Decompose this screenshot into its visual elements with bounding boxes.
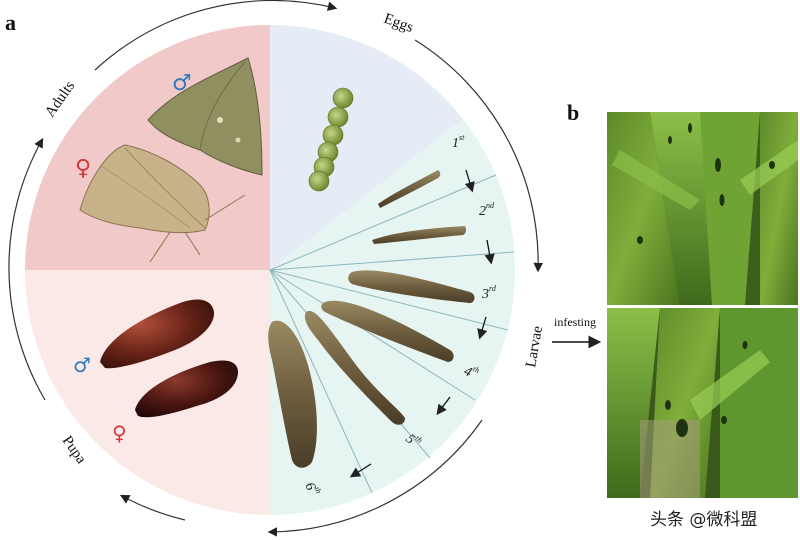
adult-moth-male [147, 57, 263, 176]
egg-chain [308, 87, 354, 192]
larva-5th [304, 310, 405, 425]
larva-4th [321, 300, 454, 362]
panel-label-b: b [567, 100, 579, 125]
down-arrow-icon [484, 239, 495, 265]
adult-moth-female [79, 144, 246, 263]
cycle-arrows [8, 0, 544, 537]
pupa-female [135, 360, 238, 418]
instar-label-2: 2nd [479, 201, 495, 219]
infesting-label: infesting [554, 315, 596, 329]
larva-6th [268, 320, 317, 468]
male-symbol-adult: ♂ [172, 71, 192, 96]
down-arrow-icon [464, 169, 475, 193]
stage-label-pupa: Pupa [59, 433, 90, 467]
cycle-arrow-icon [267, 419, 483, 537]
female-symbol-adult: ♀ [75, 156, 91, 181]
panel-label-a: a [5, 10, 16, 35]
down-arrow-icon [436, 396, 451, 416]
cycle-arrow-icon [119, 494, 186, 521]
eggs-sector [270, 24, 463, 270]
watermark: 头条 @微科盟 [650, 510, 757, 530]
maize-photo-top [607, 112, 798, 305]
cycle-arrow-icon [94, 0, 338, 71]
larvae-sector [270, 119, 516, 515]
larvae-images [268, 170, 475, 468]
larva-1st [378, 170, 441, 208]
down-arrow-icon [477, 316, 488, 340]
stage-label-adults: Adults [42, 78, 78, 120]
female-symbol-pupa: ♀ [112, 421, 127, 445]
maize-photo-bottom [607, 308, 798, 498]
instar-label-3: 3rd [481, 284, 497, 302]
male-symbol-pupa: ♂ [73, 353, 91, 377]
down-arrow-icon [349, 463, 372, 478]
instar-label-1: 1st [452, 133, 465, 151]
cycle-arrow-icon [8, 137, 46, 401]
stage-label-eggs: Eggs [382, 11, 416, 36]
larva-2nd [372, 226, 467, 244]
stage-label-larvae: Larvae [523, 325, 546, 369]
instar-arrows [349, 169, 495, 478]
cycle-arrow-icon [414, 39, 544, 273]
larva-3rd [348, 270, 475, 303]
pupa-male [100, 299, 215, 369]
